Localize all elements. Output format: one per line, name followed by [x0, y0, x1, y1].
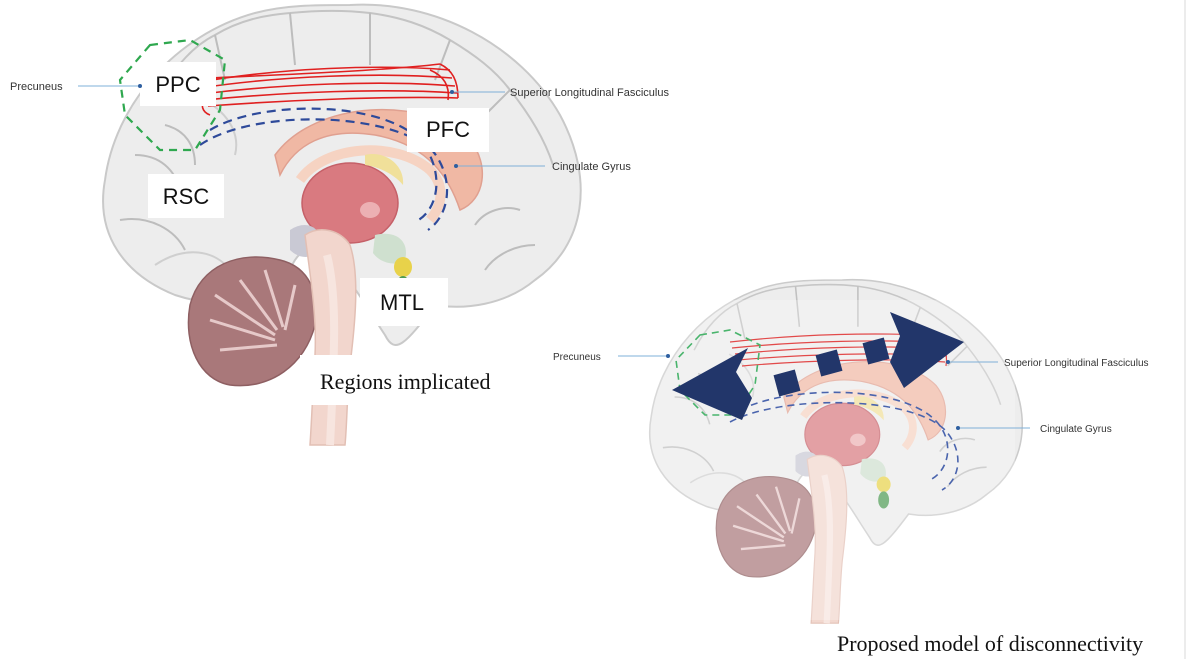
left-cingulate-label: Cingulate Gyrus [552, 161, 631, 173]
right-precuneus-label: Precuneus [553, 352, 601, 363]
left-slf-label: Superior Longitudinal Fasciculus [510, 87, 669, 99]
rsc-label: RSC [163, 184, 210, 209]
right-slf-label: Superior Longitudinal Fasciculus [1004, 358, 1149, 369]
left-slf-leader-dot [450, 90, 454, 94]
left-caption: Regions implicated [320, 369, 490, 394]
mtl-label: MTL [380, 290, 424, 315]
left-cingulate-leader-dot [454, 164, 458, 168]
right-cingulate-label: Cingulate Gyrus [1040, 424, 1112, 435]
right-cingulate-leader-dot [956, 426, 960, 430]
left-precuneus-leader-dot [138, 84, 142, 88]
right-precuneus-leader-dot [666, 354, 670, 358]
left-brain-panel: PPC PFC RSC MTL Precuneus Superior Longi… [10, 5, 669, 445]
ppc-label: PPC [155, 72, 200, 97]
right-slf-leader-dot [946, 360, 950, 364]
right-caption: Proposed model of disconnectivity [837, 631, 1143, 656]
left-precuneus-label: Precuneus [10, 81, 63, 93]
pfc-label: PFC [426, 117, 470, 142]
